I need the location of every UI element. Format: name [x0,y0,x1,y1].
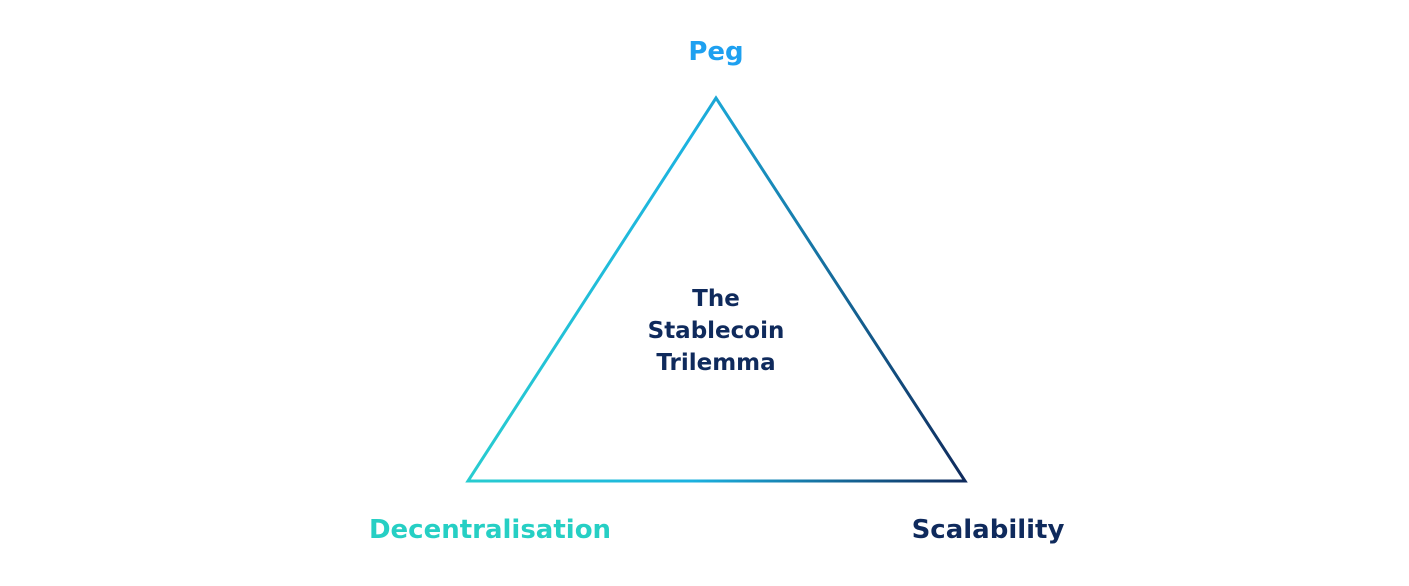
diagram-title-line: Trilemma [656,350,776,376]
vertex-label-peg: Peg [688,37,744,67]
diagram-title-line: Stablecoin [647,318,785,344]
diagram-title: The Stablecoin Trilemma [566,283,866,379]
diagram-title-line: The [692,286,740,312]
trilemma-triangle [465,95,968,483]
vertex-label-scalability: Scalability [911,515,1065,545]
vertex-label-decentralisation: Decentralisation [368,515,612,545]
